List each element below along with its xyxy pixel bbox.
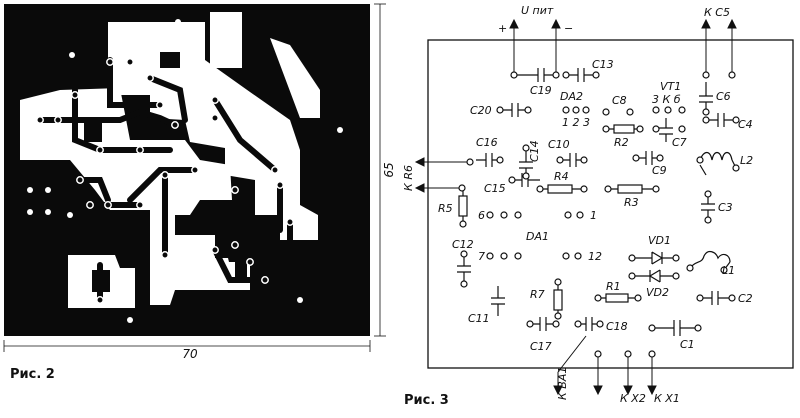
label-vt1-pins: 3 К б (652, 93, 681, 106)
fig2-width-dimension: 70 (182, 347, 198, 361)
label-l2: L2 (740, 154, 753, 167)
label-c7: C7 (672, 136, 687, 149)
label-da1: DA1 (526, 230, 549, 243)
pcb-trace-artwork (4, 4, 370, 336)
component-labels: C19 C13 C20 DA2 1 2 3 C8 VT1 3 К б C6 C4… (438, 58, 753, 353)
label-c8: C8 (612, 94, 627, 107)
minus-terminal-label: − (564, 22, 573, 35)
label-r2: R2 (614, 136, 629, 149)
label-c2: C2 (738, 292, 753, 305)
label-da1-pin6: 6 (478, 209, 485, 222)
label-r1: R1 (606, 280, 621, 293)
label-c9: C9 (652, 164, 667, 177)
label-da1-pin1: 1 (590, 209, 597, 222)
label-c6: C6 (716, 90, 731, 103)
bottom-connectors (553, 335, 657, 396)
power-connector (509, 18, 561, 75)
label-c15: C15 (484, 182, 506, 195)
label-r3: R3 (624, 196, 639, 209)
label-vd1: VD1 (648, 234, 671, 247)
label-c16: C16 (476, 136, 498, 149)
label-c18: C18 (606, 320, 628, 333)
x1-connector-label: К X1 (654, 392, 680, 405)
label-c20: C20 (470, 104, 492, 117)
r6-connector-label: К R6 (402, 165, 415, 191)
x2-connector-label: К X2 (620, 392, 646, 405)
r6-connector (414, 157, 470, 193)
fig2-dimension-lines (3, 3, 386, 352)
label-da1-pin7: 7 (478, 250, 485, 263)
label-c10: C10 (548, 138, 570, 151)
fig2-height-dimension: 65 (382, 162, 396, 177)
label-c17: C17 (530, 340, 552, 353)
label-l1: L1 (722, 264, 735, 277)
component-layout-board (427, 39, 794, 369)
fig3-caption: Рис. 3 (404, 393, 449, 408)
label-vd2: VD2 (646, 286, 669, 299)
c5-connector-label: К C5 (704, 6, 730, 19)
label-da2: DA2 (560, 90, 583, 103)
component-pads (458, 71, 740, 358)
label-r5: R5 (438, 202, 453, 215)
label-c19: C19 (530, 84, 552, 97)
label-c13: C13 (592, 58, 614, 71)
component-symbols (457, 68, 737, 336)
fig2-caption: Рис. 2 (10, 367, 55, 382)
supply-voltage-label: U пит (521, 4, 554, 17)
plus-terminal-label: + (498, 22, 507, 35)
label-c1: C1 (680, 338, 695, 351)
label-c14: C14 (528, 140, 541, 162)
label-c4: C4 (738, 118, 753, 131)
label-vt1: VT1 (660, 80, 681, 93)
label-c12: C12 (452, 238, 474, 251)
label-c11: C11 (468, 312, 490, 325)
label-r4: R4 (554, 170, 569, 183)
c5-connector (701, 18, 737, 75)
label-da2-pins: 1 2 3 (562, 116, 590, 129)
label-da1-pin12: 12 (588, 250, 602, 263)
label-c3: C3 (718, 201, 733, 214)
label-r7: R7 (530, 288, 545, 301)
ba1-connector-label: К BA1 (556, 367, 569, 400)
